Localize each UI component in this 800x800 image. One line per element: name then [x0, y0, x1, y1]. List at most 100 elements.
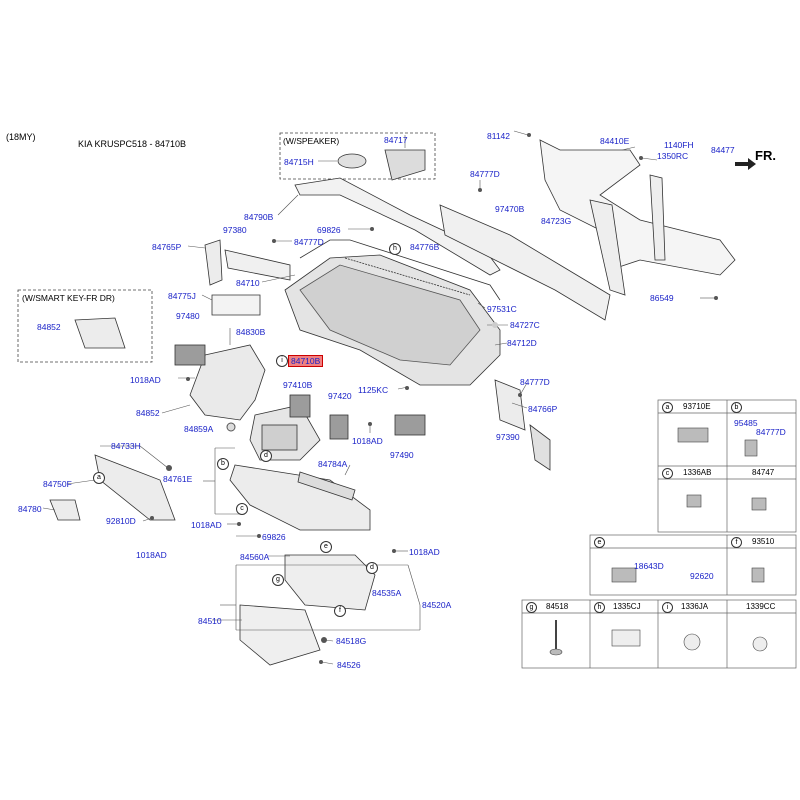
part-label-97390[interactable]: 97390	[496, 432, 520, 442]
table-part-18643D[interactable]: 18643D	[634, 561, 664, 571]
center-vent-left	[289, 394, 311, 418]
duct-shape	[439, 204, 611, 321]
part-label-84852[interactable]: 84852	[136, 408, 160, 418]
part-label-84777D[interactable]: 84777D	[520, 377, 550, 387]
callout-e[interactable]: e	[320, 541, 332, 553]
model-year: (18MY)	[6, 132, 36, 142]
table-tag-a: a	[662, 402, 673, 413]
table-tag-i: i	[662, 602, 673, 613]
defroster-line	[299, 239, 501, 301]
side-vent-left	[174, 344, 206, 366]
part-label-97380[interactable]: 97380	[223, 225, 247, 235]
display-screen-shape	[261, 424, 298, 451]
part-label-84710B-highlighted[interactable]: 84710B	[288, 355, 324, 367]
table-part-1339CC[interactable]: 1339CC	[746, 602, 776, 611]
part-label-84852[interactable]: 84852	[37, 322, 61, 332]
table-part-93510[interactable]: 93510	[752, 537, 775, 546]
side-trim-shape	[211, 294, 261, 316]
part-label-84859A[interactable]: 84859A	[184, 424, 214, 434]
part-label-1018AD[interactable]: 1018AD	[409, 547, 440, 557]
smart-key-part-shape	[74, 317, 126, 349]
part-label-84790B[interactable]: 84790B	[244, 212, 274, 222]
part-label-97410B[interactable]: 97410B	[283, 380, 313, 390]
part-label-1018AD[interactable]: 1018AD	[130, 375, 161, 385]
cluster-fascia-shape	[189, 344, 266, 421]
parts-table-grid	[521, 399, 797, 669]
smart-key-option-box	[17, 289, 153, 363]
side-vent-right	[394, 414, 426, 436]
table-part-93710E[interactable]: 93710E	[683, 402, 711, 411]
side-trim-right-shape	[529, 424, 551, 471]
part-label-69826[interactable]: 69826	[262, 532, 286, 542]
part-label-1018AD[interactable]: 1018AD	[191, 520, 222, 530]
part-label-84535A[interactable]: 84535A	[372, 588, 402, 598]
part-label-84710[interactable]: 84710	[236, 278, 260, 288]
part-label-84761E[interactable]: 84761E	[163, 474, 193, 484]
part-label-86549[interactable]: 86549	[650, 293, 674, 303]
part-label-97470B[interactable]: 97470B	[495, 204, 525, 214]
part-label-84775J[interactable]: 84775J	[168, 291, 196, 301]
table-part-84777D[interactable]: 84777D	[756, 427, 786, 437]
table-tag-h: h	[594, 602, 605, 613]
part-label-1125KC[interactable]: 1125KC	[358, 385, 389, 395]
part-label-81142[interactable]: 81142	[487, 131, 511, 141]
part-label-84560A[interactable]: 84560A	[240, 552, 270, 562]
part-label-84526[interactable]: 84526	[337, 660, 361, 670]
part-label-84777D[interactable]: 84777D	[294, 237, 324, 247]
part-label-1018AD[interactable]: 1018AD	[352, 436, 383, 446]
part-label-84727C[interactable]: 84727C	[510, 320, 540, 330]
callout-h[interactable]: h	[389, 243, 401, 255]
table-part-1336JA[interactable]: 1336JA	[681, 602, 709, 611]
lower-trim-strip	[297, 471, 356, 501]
part-label-84766P[interactable]: 84766P	[528, 404, 558, 414]
part-label-84784A[interactable]: 84784A	[318, 459, 348, 469]
table-part-92620[interactable]: 92620	[690, 571, 714, 581]
speaker-grille-shape	[384, 149, 426, 181]
callout-f[interactable]: f	[334, 605, 346, 617]
part-label-84733H[interactable]: 84733H	[111, 441, 141, 451]
callout-d[interactable]: d	[260, 450, 272, 462]
part-label-97420[interactable]: 97420	[328, 391, 352, 401]
part-label-69826[interactable]: 69826	[317, 225, 341, 235]
callout-i[interactable]: i	[276, 355, 288, 367]
part-label-84410E[interactable]: 84410E	[600, 136, 630, 146]
part-label-1018AD[interactable]: 1018AD	[136, 550, 167, 560]
model-code: KIA KRUSPC518 - 84710B	[78, 139, 187, 149]
callout-g[interactable]: g	[272, 574, 284, 586]
callout-a[interactable]: a	[93, 472, 105, 484]
part-label-84510[interactable]: 84510	[198, 616, 222, 626]
part-label-84520A[interactable]: 84520A	[422, 600, 452, 610]
part-label-84477[interactable]: 84477	[711, 145, 735, 155]
table-part-95485[interactable]: 95485	[734, 418, 758, 428]
callout-c[interactable]: c	[236, 503, 248, 515]
part-label-97531C[interactable]: 97531C	[487, 304, 517, 314]
part-label-84830B[interactable]: 84830B	[236, 327, 266, 337]
callout-d[interactable]: d	[366, 562, 378, 574]
part-label-84717[interactable]: 84717	[384, 135, 408, 145]
part-label-84715H[interactable]: 84715H	[284, 157, 314, 167]
part-label-84723G[interactable]: 84723G	[541, 216, 572, 226]
table-part-1336AB[interactable]: 1336AB	[683, 468, 712, 477]
table-part-84518[interactable]: 84518	[546, 602, 569, 611]
top-cover-shape	[294, 177, 501, 276]
part-label-84518G[interactable]: 84518G	[336, 636, 367, 646]
part-label-84750F[interactable]: 84750F	[43, 479, 72, 489]
part-label-84765P[interactable]: 84765P	[152, 242, 182, 252]
parts-table-illustrations	[549, 427, 768, 656]
part-label-84780[interactable]: 84780	[18, 504, 42, 514]
part-label-84712D[interactable]: 84712D	[507, 338, 537, 348]
part-label-92810D[interactable]: 92810D	[106, 516, 136, 526]
part-label-84777D[interactable]: 84777D	[470, 169, 500, 179]
table-part-84747[interactable]: 84747	[752, 468, 775, 477]
part-label-1140FH[interactable]: 1140FH	[664, 140, 694, 150]
part-label-97480[interactable]: 97480	[176, 311, 200, 321]
table-part-1335CJ[interactable]: 1335CJ	[613, 602, 641, 611]
part-label-97490[interactable]: 97490	[390, 450, 414, 460]
part-label-1350RC[interactable]: 1350RC	[657, 151, 689, 161]
part-label-84776B[interactable]: 84776B	[410, 242, 440, 252]
crossbar-brace-shape	[589, 199, 626, 296]
end-cap-shape	[49, 499, 81, 521]
callout-b[interactable]: b	[217, 458, 229, 470]
front-arrow-shape	[735, 158, 756, 170]
